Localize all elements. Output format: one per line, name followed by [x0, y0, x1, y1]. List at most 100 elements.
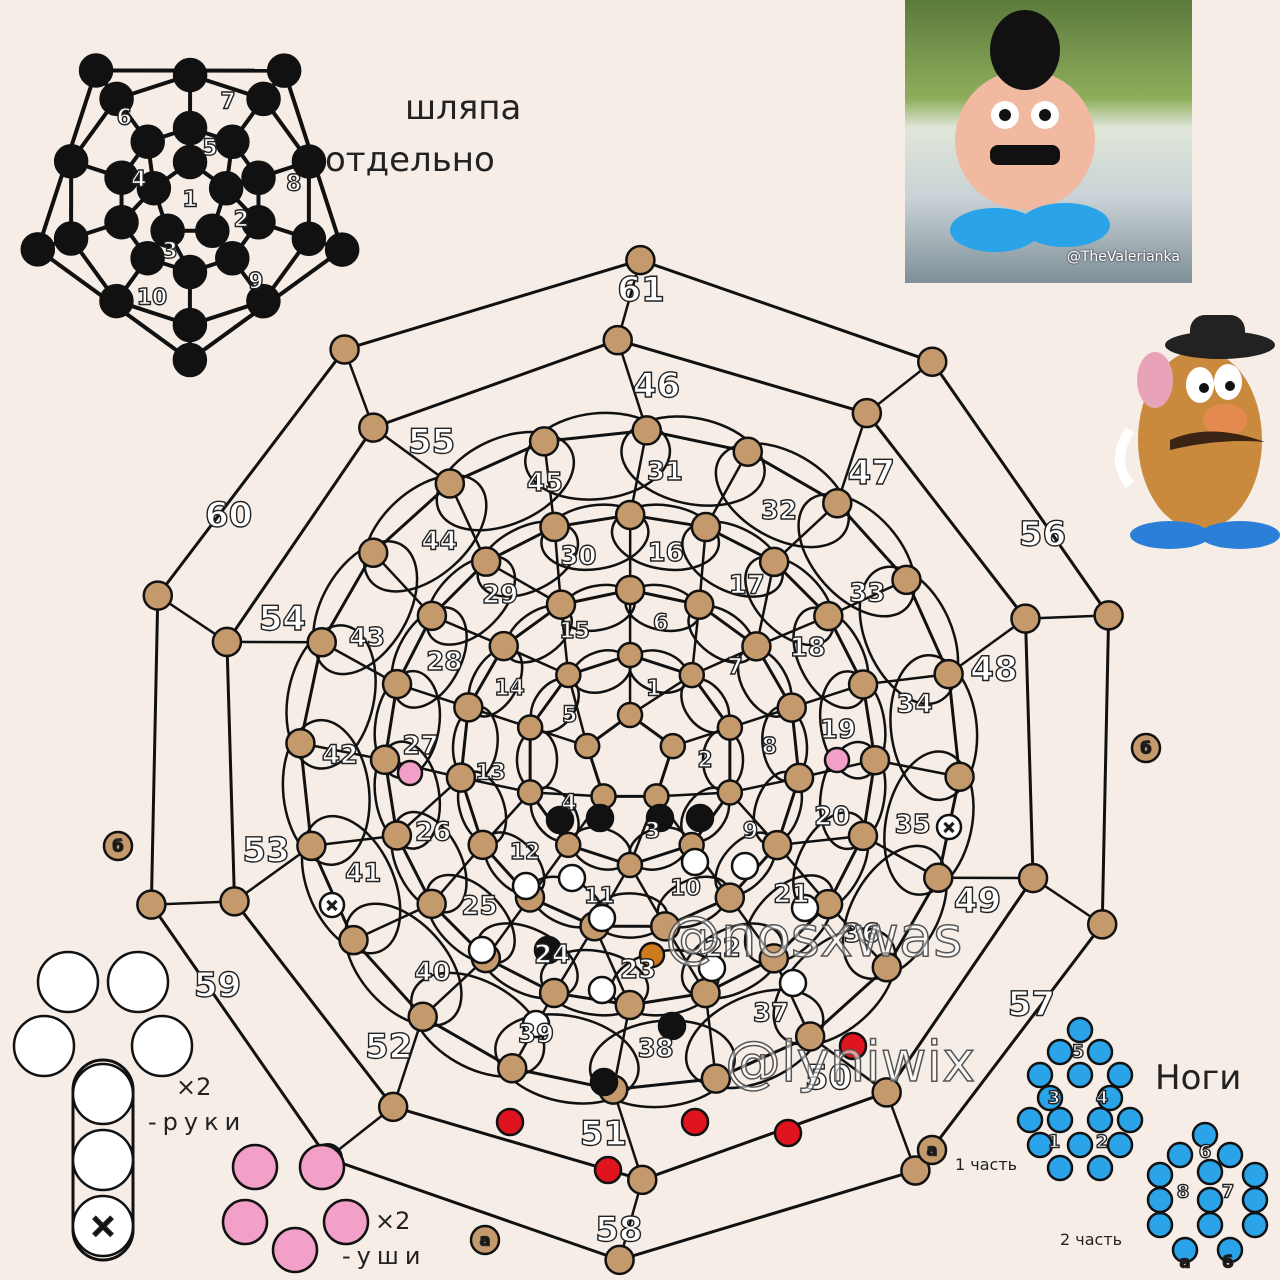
- leg-part1-label: 1 часть: [955, 1155, 1018, 1174]
- cell-number: 40: [414, 957, 450, 987]
- hat-bead: [130, 124, 165, 159]
- hat-bead: [291, 221, 327, 256]
- cell-outline: [588, 1019, 736, 1109]
- bead-tan: [1093, 600, 1124, 631]
- bead-tan: [813, 600, 844, 632]
- bead-tan: [528, 426, 560, 457]
- cell-outline: [390, 606, 468, 709]
- leg-marker-a: а: [1180, 1253, 1191, 1272]
- cell-number: 15: [559, 619, 590, 644]
- cell-number: 31: [647, 457, 683, 487]
- hat-cell-number: 10: [137, 285, 168, 310]
- bead-tan: [716, 714, 744, 741]
- cell-number: 10: [670, 876, 701, 901]
- arm-cross-marker: ×: [89, 1206, 118, 1246]
- bead-black: [685, 803, 715, 833]
- bead-white: [778, 968, 808, 998]
- thread-line: [914, 923, 1104, 1172]
- hat-cell-number: 2: [234, 207, 249, 232]
- bead-tan: [631, 415, 663, 446]
- bead-white: [467, 935, 497, 965]
- bead-tan: [467, 829, 498, 861]
- hat-cell-number: 4: [131, 168, 146, 193]
- thread-line: [327, 1156, 621, 1262]
- watermark-lyniwix: @lyniwix: [724, 1029, 976, 1096]
- cell-number: 22: [705, 933, 741, 963]
- bead-black: [545, 805, 575, 835]
- cell-number: 7: [727, 655, 742, 680]
- bead-tan: [496, 1053, 528, 1084]
- cell-number: 38: [638, 1034, 674, 1064]
- bead-tan: [329, 334, 360, 365]
- bead-tan: [453, 692, 484, 723]
- ear-bead: [231, 1143, 279, 1191]
- hat-label-line2: отдельно: [325, 140, 495, 180]
- cell-outline: [373, 740, 442, 850]
- endpoint-marker-a: а: [480, 1231, 491, 1250]
- bead-tan: [690, 977, 721, 1009]
- leg-part1-bead: [1086, 1038, 1114, 1066]
- cell-outline: [714, 442, 851, 549]
- thread-line: [809, 1035, 888, 1094]
- bead-black: [645, 803, 675, 833]
- cell-outline: [362, 473, 488, 593]
- hat-bead: [172, 144, 208, 180]
- leg-part1-bead: [1106, 1061, 1134, 1089]
- bead-tan: [923, 862, 954, 894]
- hat-cell-number: 1: [182, 188, 197, 213]
- cell-outline: [281, 718, 371, 866]
- bead-tan: [604, 1244, 635, 1276]
- cell-number: 36: [844, 919, 880, 949]
- hat-bead: [104, 204, 139, 240]
- bead-tan: [219, 886, 250, 917]
- leg-part2-bead: [1241, 1211, 1269, 1239]
- bead-tan: [470, 546, 502, 577]
- leg-part1-bead: [1046, 1106, 1074, 1134]
- cell-number: 14: [494, 676, 525, 701]
- bead-white: [557, 863, 587, 893]
- thread-line: [149, 595, 160, 905]
- bead-tan: [732, 436, 764, 467]
- cell-number: 11: [584, 884, 615, 909]
- cell-number: 43: [349, 623, 385, 653]
- leg-part1-bead: [1116, 1106, 1144, 1134]
- cell-number: 2: [697, 748, 712, 773]
- cell-number: 47: [848, 453, 895, 493]
- cell-outline: [744, 555, 836, 647]
- hat-bead: [324, 232, 360, 267]
- bead-tan: [659, 732, 687, 760]
- leg-part1-bead: [1066, 1061, 1094, 1089]
- hat-bead: [150, 213, 185, 248]
- cell-outline: [494, 1013, 640, 1105]
- bead-white: [587, 903, 617, 933]
- bead-tan: [516, 779, 544, 806]
- ear-bead: [322, 1198, 370, 1246]
- bead-tan: [627, 1164, 658, 1196]
- cell-number: 27: [402, 731, 438, 761]
- bead-tan: [690, 511, 722, 543]
- cell-number: 3: [645, 819, 660, 844]
- cell-number: 18: [790, 633, 826, 663]
- cell-outline: [684, 988, 825, 1090]
- bead-white: [790, 893, 820, 923]
- leg-part2-bead: [1191, 1121, 1219, 1149]
- thread-line: [372, 426, 451, 485]
- bead-tan: [211, 626, 243, 658]
- cell-outline: [797, 492, 917, 618]
- ear-bead: [221, 1198, 269, 1246]
- cell-number: 30: [560, 541, 596, 571]
- endpoint-bead: [102, 830, 134, 862]
- cell-number: 55: [408, 422, 455, 462]
- cell-outline: [424, 873, 516, 965]
- hat-bead: [78, 53, 114, 88]
- cell-number: 57: [1008, 985, 1055, 1025]
- thread-line: [639, 258, 933, 364]
- cell-outline: [343, 902, 463, 1028]
- hat-cell-number: 6: [117, 106, 132, 131]
- leg-part2-bead: [1171, 1236, 1199, 1264]
- bead-red: [495, 1107, 525, 1137]
- bead-black: [589, 1067, 619, 1097]
- hat-bead: [172, 342, 208, 378]
- bead-tan: [136, 889, 167, 920]
